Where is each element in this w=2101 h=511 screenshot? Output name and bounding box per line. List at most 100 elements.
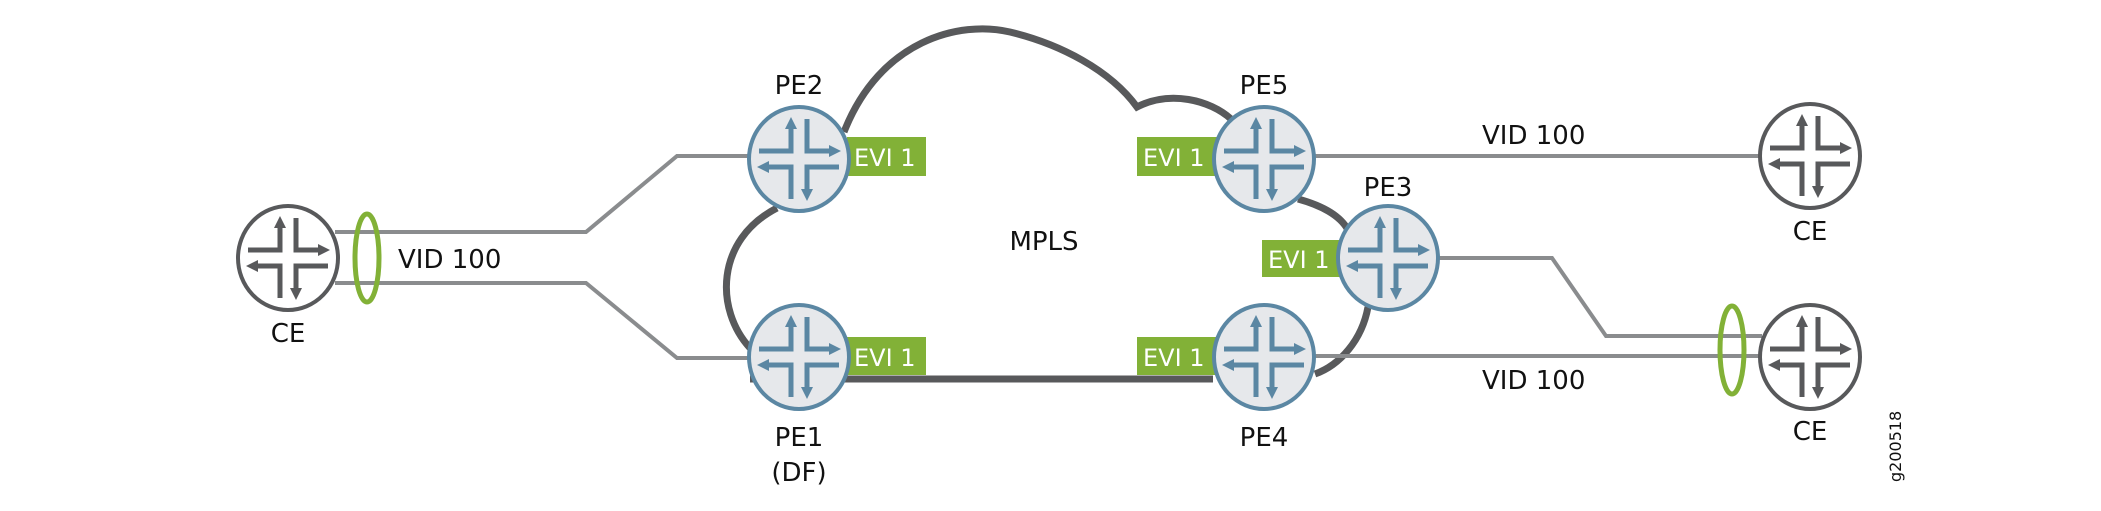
link-ce-pe2	[335, 154, 748, 234]
router-arrow-line	[1770, 325, 1805, 352]
arrowhead-icon	[757, 359, 769, 371]
router-arrow-line	[804, 317, 831, 352]
router-arrow-line	[1393, 218, 1420, 253]
arrowhead-icon	[1812, 387, 1824, 399]
evi-label-pe4: EVI 1	[1143, 344, 1205, 372]
vid-label-left: VID 100	[398, 245, 501, 275]
router-arrow-line	[1269, 119, 1296, 154]
evi-badge-pe4	[1137, 337, 1217, 375]
arrowhead-icon	[290, 288, 302, 300]
arrowhead-icon	[1418, 244, 1430, 256]
mpls-label: MPLS	[1009, 227, 1078, 257]
arrowhead-icon	[1222, 161, 1234, 173]
router-body	[1758, 303, 1862, 411]
router-arrow-line	[1770, 124, 1805, 151]
access-links	[335, 154, 1762, 360]
evi-badge-pe1	[847, 337, 926, 375]
vid-label-top-right: VID 100	[1482, 121, 1585, 151]
router-arrow-line	[1224, 127, 1259, 154]
router-arrow-line	[248, 226, 283, 253]
ce-left-label: CE	[271, 319, 306, 349]
lag-ellipse-left	[352, 211, 382, 305]
evi-badges: EVI 1 EVI 1 EVI 1 EVI 1 EVI 1	[847, 137, 1342, 375]
evi-label-pe1: EVI 1	[854, 344, 916, 372]
arrowhead-icon	[829, 145, 841, 157]
arrowhead-icon	[785, 315, 797, 327]
arrowhead-icon	[1390, 288, 1402, 300]
router-arrow-line	[1815, 161, 1850, 188]
router-arrow-line	[293, 218, 320, 253]
router-arrow-line	[1815, 116, 1842, 151]
mpls-cloud-outline	[722, 25, 1372, 383]
router-body	[1336, 204, 1440, 312]
router-arrow-line	[1778, 161, 1805, 196]
router-body	[1212, 303, 1316, 411]
pe4-label: PE4	[1240, 423, 1289, 453]
router-arrow-line	[804, 119, 831, 154]
ce-right-top-router-icon	[1758, 102, 1862, 210]
link-pe3-ce	[1438, 256, 1762, 338]
arrowhead-icon	[318, 244, 330, 256]
router-arrow-line	[767, 164, 794, 199]
router-arrow-line	[293, 263, 328, 290]
arrowhead-icon	[801, 387, 813, 399]
pe3-label: PE3	[1364, 173, 1413, 203]
arrowhead-icon	[1768, 158, 1780, 170]
pe1-router-icon	[747, 303, 851, 411]
evi-label-pe3: EVI 1	[1268, 246, 1330, 274]
evi-badge-pe2	[847, 137, 926, 176]
evi-badge-pe5	[1137, 137, 1217, 176]
router-arrow-line	[1232, 362, 1259, 397]
arrowhead-icon	[1796, 315, 1808, 327]
link-ce-pe1	[335, 281, 748, 360]
figure-id: g200518	[1886, 411, 1905, 482]
arrowhead-icon	[1840, 142, 1852, 154]
arrowhead-icon	[1840, 343, 1852, 355]
evi-label-pe5: EVI 1	[1143, 144, 1205, 172]
router-arrow-line	[1815, 362, 1850, 389]
arrowhead-icon	[1266, 189, 1278, 201]
arrowhead-icon	[274, 216, 286, 228]
router-arrow-line	[256, 263, 283, 298]
ce-right-bottom-label: CE	[1793, 417, 1828, 447]
arrowhead-icon	[1346, 260, 1358, 272]
router-arrow-line	[759, 127, 794, 154]
pe5-router-icon	[1212, 105, 1316, 213]
pe5-label: PE5	[1240, 71, 1289, 101]
arrowhead-icon	[1266, 387, 1278, 399]
arrowhead-icon	[1222, 359, 1234, 371]
arrowhead-icon	[1374, 216, 1386, 228]
pe4-router-icon	[1212, 303, 1316, 411]
arrowhead-icon	[1294, 343, 1306, 355]
arrowhead-icon	[1294, 145, 1306, 157]
ce-right-bottom-router-icon	[1758, 303, 1862, 411]
router-body	[747, 105, 851, 213]
router-arrow-line	[1269, 164, 1304, 191]
router-arrow-line	[1269, 362, 1304, 389]
arrowhead-icon	[1796, 114, 1808, 126]
pe3-router-icon	[1336, 204, 1440, 312]
pe1-df-label: (DF)	[771, 458, 826, 488]
lag-ellipse-right	[1717, 303, 1747, 397]
evi-badge-pe3	[1262, 240, 1342, 277]
router-arrow-line	[1815, 317, 1842, 352]
arrowhead-icon	[246, 260, 258, 272]
router-arrow-line	[1393, 263, 1428, 290]
router-arrow-line	[767, 362, 794, 397]
arrowhead-icon	[1250, 117, 1262, 129]
router-arrow-line	[1269, 317, 1296, 352]
arrowhead-icon	[1812, 186, 1824, 198]
evi-label-pe2: EVI 1	[854, 144, 916, 172]
router-arrow-line	[1778, 362, 1805, 397]
arrowhead-icon	[801, 189, 813, 201]
router-arrow-line	[1224, 325, 1259, 352]
router-arrow-line	[1348, 226, 1383, 253]
ce-right-top-label: CE	[1793, 217, 1828, 247]
router-arrow-line	[1232, 164, 1259, 199]
pe2-label: PE2	[775, 71, 824, 101]
router-arrow-line	[1356, 263, 1383, 298]
arrowhead-icon	[829, 343, 841, 355]
arrowhead-icon	[757, 161, 769, 173]
router-arrow-line	[759, 325, 794, 352]
